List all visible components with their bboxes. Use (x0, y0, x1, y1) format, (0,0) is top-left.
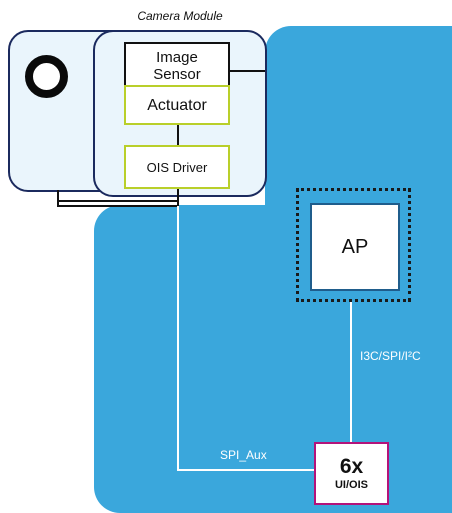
camera-lens-icon (25, 55, 68, 98)
ap-dotted-frame (296, 188, 411, 302)
actuator-block: Actuator (124, 85, 230, 125)
sensor-chip-sublabel: UI/OIS (334, 479, 368, 492)
aux-link-label: SPI_Aux (220, 448, 267, 462)
actuator-label: Actuator (147, 96, 207, 114)
spi-aux-line (177, 206, 314, 471)
image-sensor-block: Image Sensor (124, 42, 230, 90)
ois-driver-label: OIS Driver (146, 159, 208, 175)
ap-link-label: I3C/SPI/I²C (360, 349, 421, 363)
sensor-chip-label: 6x (339, 455, 364, 479)
image-sensor-label: Image Sensor (153, 49, 201, 83)
camera-module-caption: Camera Module (137, 9, 223, 23)
module-base-line (57, 190, 178, 207)
ap-label: AP (341, 235, 369, 258)
ois-driver-block: OIS Driver (124, 145, 230, 189)
ap-block: AP (310, 203, 400, 291)
sensor-chip-block: 6x UI/OIS (314, 442, 389, 505)
